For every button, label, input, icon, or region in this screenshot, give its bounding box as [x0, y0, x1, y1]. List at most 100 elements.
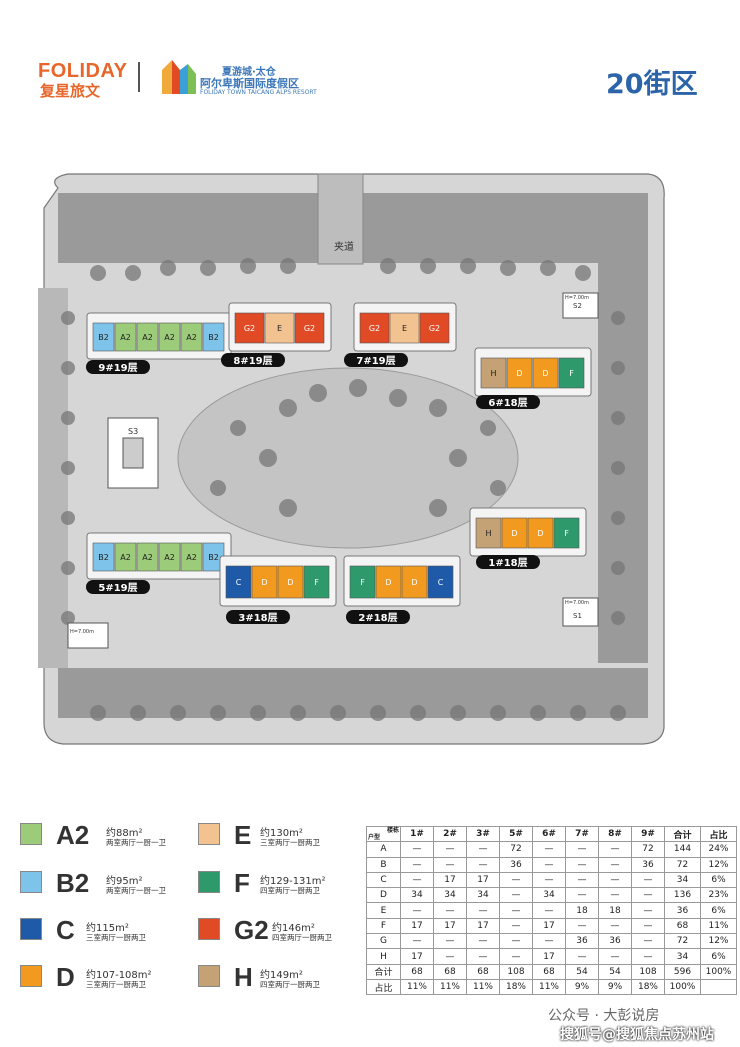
building-label-pill [476, 395, 540, 409]
building-label-pill [226, 610, 290, 624]
table-cell: — [565, 887, 599, 904]
aux-s3-label: S3 [128, 427, 138, 436]
table-cell: 72 [631, 841, 665, 858]
table-column-header: 合计 [664, 825, 701, 843]
table-cell: — [433, 841, 467, 858]
table-cell: — [598, 917, 632, 935]
legend-area: 约88m² [106, 828, 143, 839]
unit-d [401, 565, 428, 599]
aux-west-note: H=7.00m [70, 629, 94, 635]
building-label: 3#18层 [238, 612, 277, 624]
unit-g2 [419, 312, 450, 344]
unit-f [553, 517, 580, 549]
table-cell: — [631, 871, 665, 889]
legend-swatch [198, 965, 220, 987]
table-column-header: 5# [499, 825, 533, 843]
table-cell: — [466, 841, 500, 858]
building-label-pill [86, 360, 150, 374]
table-row-header: G [366, 933, 401, 950]
legend-swatch [20, 918, 42, 940]
building-label: 5#19层 [98, 582, 137, 594]
table-cell: 68 [664, 917, 701, 935]
trees [61, 258, 626, 721]
aux-s2 [562, 292, 599, 319]
unit-e [264, 312, 295, 344]
unit-label: E [277, 324, 282, 333]
table-cell: — [532, 902, 566, 919]
legend-swatch [198, 918, 220, 940]
building-label-pill [346, 610, 410, 624]
legend-area: 约95m² [106, 876, 143, 887]
table-cell: 34 [400, 887, 434, 904]
table-cell: — [565, 841, 599, 858]
table-cell: — [631, 902, 665, 919]
aux-s1-label: S1 [573, 612, 582, 620]
unit-a2 [136, 322, 159, 352]
table-cell: — [400, 933, 434, 950]
table-cell: 18 [598, 902, 632, 919]
unit-label: A2 [142, 553, 153, 562]
unit-f [349, 565, 376, 599]
resort-logo-icon [162, 60, 196, 94]
unit-a2 [136, 542, 159, 572]
table-cell: — [499, 948, 533, 965]
entrance-lane [317, 173, 364, 265]
unit-label: C [438, 578, 444, 587]
legend-item-h: H 约149m² 四室两厅一厨两卫 [198, 962, 368, 1002]
table-cell: — [598, 871, 632, 889]
legend-item-a2: A2 约88m² 两室两厅一厨一卫 [20, 820, 190, 860]
unit-g2 [294, 312, 325, 344]
legend-area: 约129-131m² [260, 876, 326, 887]
table-cell: 144 [664, 841, 701, 858]
legend-item-f: F 约129-131m² 四室两厅一厨两卫 [198, 868, 368, 908]
legend-desc: 三室两厅一厨两卫 [260, 838, 320, 847]
table-cell: 24% [700, 841, 737, 858]
unit-label: B2 [98, 333, 109, 342]
legend-area: 约107-108m² [86, 970, 152, 981]
legend-code: D [56, 962, 75, 992]
unit-label: G2 [369, 324, 380, 333]
watermark-sohu: 搜狐号@搜狐焦点苏州站 [560, 1027, 714, 1043]
table-cell: 54 [598, 963, 632, 980]
legend-area: 约149m² [260, 970, 303, 981]
table-row-header: 占比 [366, 978, 401, 996]
unit-label: D [516, 369, 522, 378]
unit-label: D [287, 578, 293, 587]
table-cell: 72 [499, 841, 533, 858]
table-cell: 36 [631, 856, 665, 873]
unit-label: H [485, 529, 491, 538]
table-cell: 6% [700, 902, 737, 919]
unit-label: A2 [186, 333, 197, 342]
unit-label: D [537, 529, 543, 538]
table-cell: — [400, 856, 434, 873]
unit-a2 [158, 322, 181, 352]
legend-desc: 三室两厅一厨两卫 [86, 980, 146, 989]
legend-code: C [56, 915, 75, 945]
table-cell: 11% [400, 978, 434, 996]
unit-d [527, 517, 554, 549]
legend: A2 约88m² 两室两厅一厨一卫 E 约130m² 三室两厅一厨两卫 B2 约… [20, 820, 360, 1000]
table-cell: 6% [700, 871, 737, 889]
table-cell: 6% [700, 948, 737, 965]
corner-bottom: 户型 [368, 834, 381, 842]
unit-d [375, 565, 402, 599]
table-cell: — [565, 948, 599, 965]
table-cell: — [466, 933, 500, 950]
legend-code: B2 [56, 868, 90, 898]
table-cell: — [598, 948, 632, 965]
building-label: 1#18层 [488, 557, 527, 569]
table-cell: — [499, 871, 533, 889]
unit-label: F [360, 578, 365, 587]
table-row-header: B [366, 856, 401, 873]
legend-desc: 三室两厅一厨两卫 [86, 933, 146, 942]
table-cell: 34 [466, 887, 500, 904]
legend-item-d: D 约107-108m² 三室两厅一厨两卫 [20, 962, 190, 1002]
